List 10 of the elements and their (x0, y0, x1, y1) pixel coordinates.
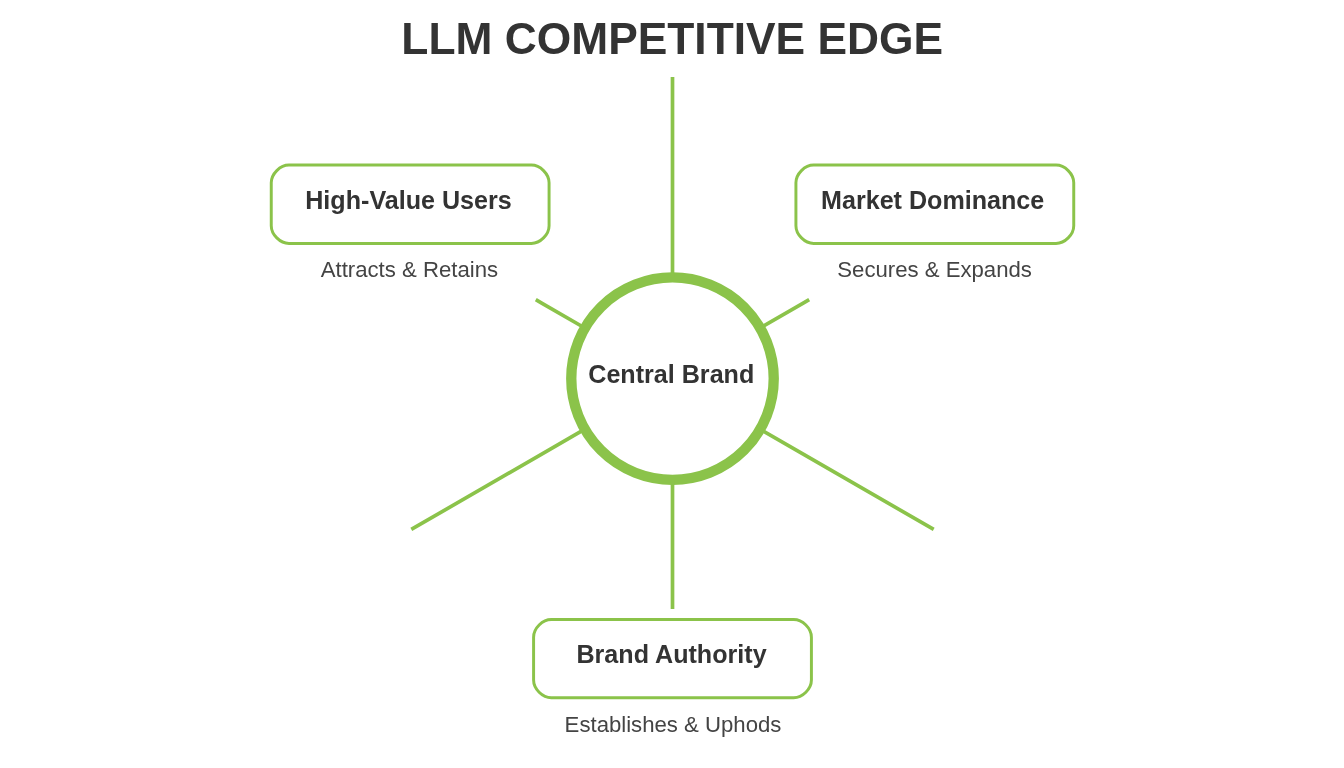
node-label: Attracts & Retains (320, 257, 498, 283)
diagram-title: LLM COMPETITIVE EDGE (400, 13, 943, 63)
node-box: High-Value Users (269, 163, 551, 245)
node-box: Market Dominance (793, 163, 1075, 245)
node-label: Secures & Expands (836, 257, 1032, 283)
connector (409, 427, 585, 532)
connector (534, 298, 585, 330)
node-circle: Central Brand (565, 272, 779, 486)
node-label: Establishes & Uphods (564, 711, 781, 737)
node-box: Brand Authority (531, 618, 813, 700)
